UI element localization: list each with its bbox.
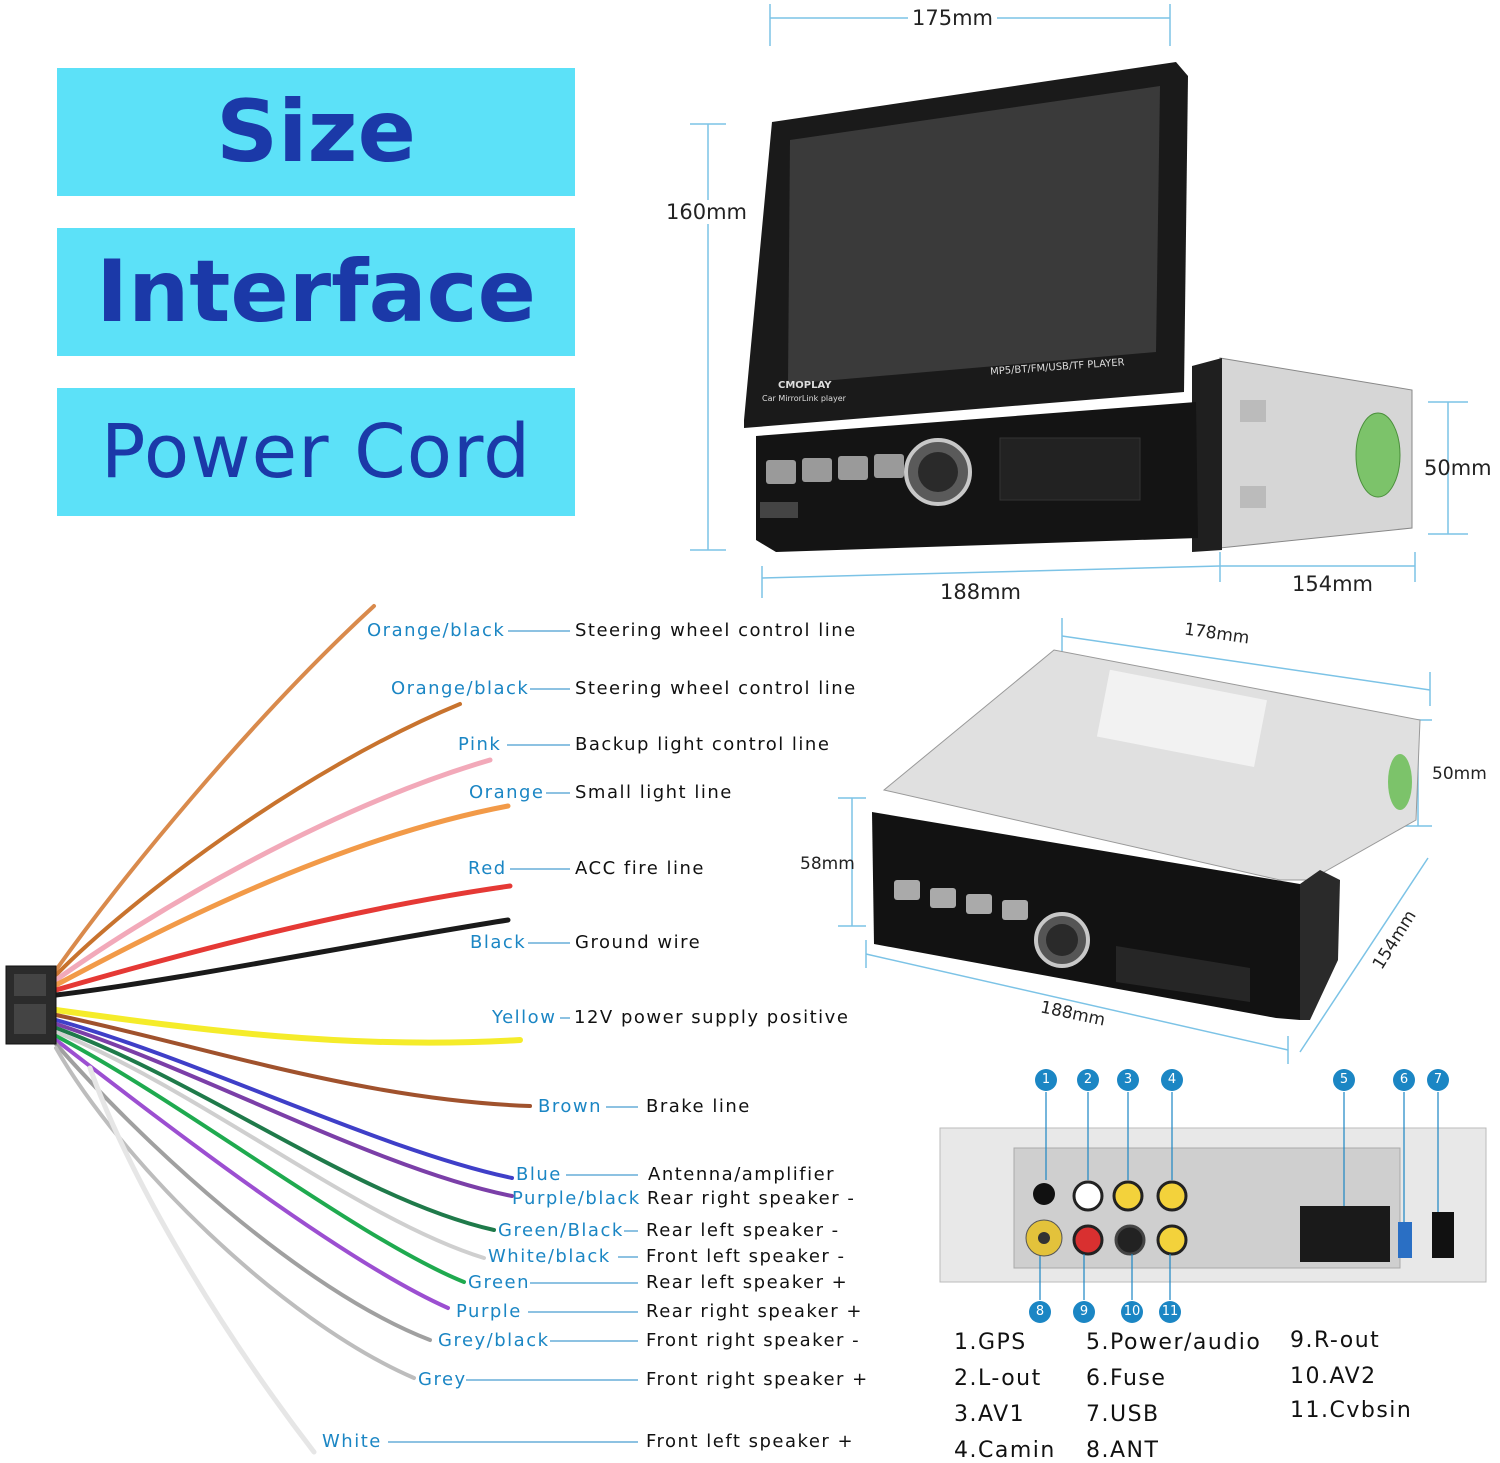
wire-desc-8: Brake line (646, 1096, 751, 1117)
wire-color-15: Grey/black (438, 1330, 550, 1351)
wire-desc-13: Rear left speaker + (646, 1272, 849, 1293)
wire-desc-15: Front right speaker - (646, 1330, 861, 1351)
port-badge-11: 11 (1159, 1301, 1181, 1323)
wire-desc-1: Steering wheel control line (575, 620, 857, 641)
size-tag: Size (57, 68, 575, 196)
wire-desc-16: Front right speaker + (646, 1369, 869, 1390)
port-badge-1: 1 (1035, 1069, 1057, 1091)
mid-dimension-lines (838, 618, 1432, 1064)
dim-top-height: 160mm (666, 200, 747, 224)
dim-mid-front-height: 58mm (800, 854, 855, 874)
wire-color-6: Black (470, 932, 527, 953)
legend-item-9: 9.R-out (1290, 1328, 1381, 1353)
wire-desc-9: Antenna/amplifier (648, 1164, 836, 1185)
interface-tag: Interface (57, 228, 575, 356)
dim-top-side-height: 50mm (1424, 456, 1492, 480)
wire-color-12: White/black (488, 1246, 611, 1267)
power-cord-tag: Power Cord (57, 388, 575, 516)
wire-desc-14: Rear right speaker + (646, 1301, 863, 1322)
wire-color-2: Orange/black (391, 678, 530, 699)
legend-item-2: 2.L-out (954, 1366, 1042, 1391)
wire-color-7: Yellow (492, 1007, 557, 1028)
port-badge-7: 7 (1427, 1069, 1449, 1091)
port-badge-8: 8 (1029, 1301, 1051, 1323)
brand-logo: CMOPLAY (778, 380, 832, 391)
wire-desc-2: Steering wheel control line (575, 678, 857, 699)
dim-top-width: 175mm (908, 6, 997, 30)
legend-item-4: 4.Camin (954, 1438, 1056, 1463)
wire-color-10: Purple/black (512, 1188, 641, 1209)
port-badge-10: 10 (1121, 1301, 1143, 1323)
legend-item-10: 10.AV2 (1290, 1364, 1377, 1389)
port-badge-5: 5 (1333, 1069, 1355, 1091)
legend-item-8: 8.ANT (1086, 1438, 1160, 1463)
dim-mid-side-height: 50mm (1432, 764, 1487, 784)
wire-color-5: Red (468, 858, 507, 879)
dim-top-depth-body: 154mm (1292, 572, 1373, 596)
wire-desc-5: ACC fire line (575, 858, 705, 879)
mid-unit-illustration (872, 649, 1421, 1020)
rear-panel-illustration (939, 1127, 1487, 1283)
wire-color-1: Orange/black (367, 620, 506, 641)
label-leaders (388, 630, 638, 1443)
wire-color-11: Green/Black (498, 1220, 624, 1241)
wire-color-4: Orange (469, 782, 545, 803)
wire-color-13: Green (468, 1272, 531, 1293)
wire-desc-3: Backup light control line (575, 734, 831, 755)
legend-item-6: 6.Fuse (1086, 1366, 1167, 1391)
wire-desc-4: Small light line (575, 782, 733, 803)
wire-color-14: Purple (456, 1301, 522, 1322)
top-unit-illustration (744, 62, 1413, 552)
top-dimension-lines (690, 4, 1468, 598)
legend-item-3: 3.AV1 (954, 1402, 1026, 1427)
port-badge-6: 6 (1393, 1069, 1415, 1091)
legend-item-5: 5.Power/audio (1086, 1330, 1262, 1355)
wire-color-3: Pink (458, 734, 502, 755)
port-pointers (1039, 1092, 1439, 1300)
dim-top-depth-front: 188mm (940, 580, 1021, 604)
legend-item-1: 1.GPS (954, 1330, 1027, 1355)
wire-desc-7: 12V power supply positive (574, 1007, 850, 1028)
port-badge-3: 3 (1117, 1069, 1139, 1091)
wire-desc-6: Ground wire (575, 932, 702, 953)
wire-color-16: Grey (418, 1369, 467, 1390)
legend-item-7: 7.USB (1086, 1402, 1160, 1427)
wire-harness (53, 604, 532, 1455)
brand-subtitle: Car MirrorLink player (762, 394, 846, 403)
port-badge-4: 4 (1161, 1069, 1183, 1091)
port-badge-2: 2 (1077, 1069, 1099, 1091)
wire-desc-11: Rear left speaker - (646, 1220, 840, 1241)
legend-item-11: 11.Cvbsin (1290, 1398, 1413, 1423)
wire-color-9: Blue (516, 1164, 562, 1185)
port-badge-9: 9 (1073, 1301, 1095, 1323)
wire-desc-17: Front left speaker + (646, 1431, 855, 1452)
wire-color-17: White (322, 1431, 382, 1452)
wire-color-8: Brown (538, 1096, 602, 1117)
wire-desc-12: Front left speaker - (646, 1246, 846, 1267)
wire-desc-10: Rear right speaker - (647, 1188, 856, 1209)
